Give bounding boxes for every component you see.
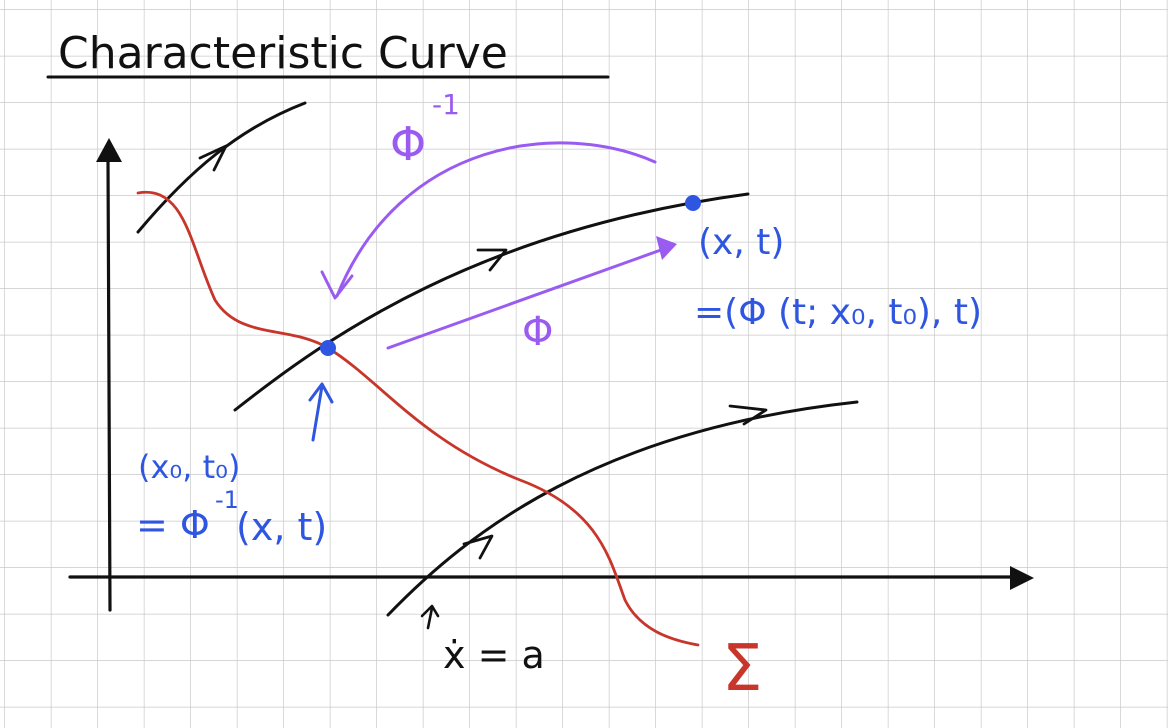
characteristic-arrow-bottom-right	[728, 404, 768, 426]
characteristic-arrow-bottom-left	[462, 534, 494, 560]
horizontal-axis-arrowhead	[1010, 566, 1034, 590]
characteristic-arrow-top	[198, 144, 228, 172]
label-point-x0t0: (x₀, t₀)	[138, 448, 240, 486]
characteristic-arrow-middle	[476, 248, 508, 272]
label-point-x0t0-equation-arg: (x, t)	[236, 505, 327, 549]
label-flow-forward: Φ	[522, 309, 553, 355]
ode-pointer-arrow	[420, 604, 440, 630]
vertical-axis	[106, 158, 112, 612]
label-ode: ẋ = a	[443, 633, 545, 677]
label-flow-inverse: Φ	[390, 117, 426, 171]
pointer-arrow-shaft	[311, 384, 324, 442]
flow-forward-arrowhead	[656, 236, 677, 260]
flow-inverse-arrow	[335, 141, 657, 298]
label-point-xt-equation: =(Φ (t; x₀, t₀), t)	[694, 292, 982, 333]
characteristic-curve-bottom	[386, 400, 859, 617]
point-xt-dot	[685, 195, 701, 211]
surface-curve-sigma	[136, 190, 700, 647]
pointer-arrow-head	[308, 382, 334, 404]
flow-inverse-arrowhead	[320, 270, 354, 300]
vertical-axis-arrowhead	[96, 138, 122, 162]
label-flow-inverse-exponent: -1	[432, 88, 460, 121]
flow-forward-arrow	[386, 244, 674, 350]
label-point-x0t0-equation-base: = Φ	[136, 503, 210, 547]
diagram-title: Characteristic Curve	[58, 28, 508, 79]
label-point-x0t0-equation-exponent: -1	[215, 486, 239, 514]
characteristic-curve-top	[136, 101, 307, 234]
point-x0t0-dot	[320, 340, 336, 356]
label-point-xt: (x, t)	[698, 222, 784, 263]
characteristic-curve-middle	[233, 192, 750, 412]
label-surface-sigma: Σ	[722, 632, 762, 706]
